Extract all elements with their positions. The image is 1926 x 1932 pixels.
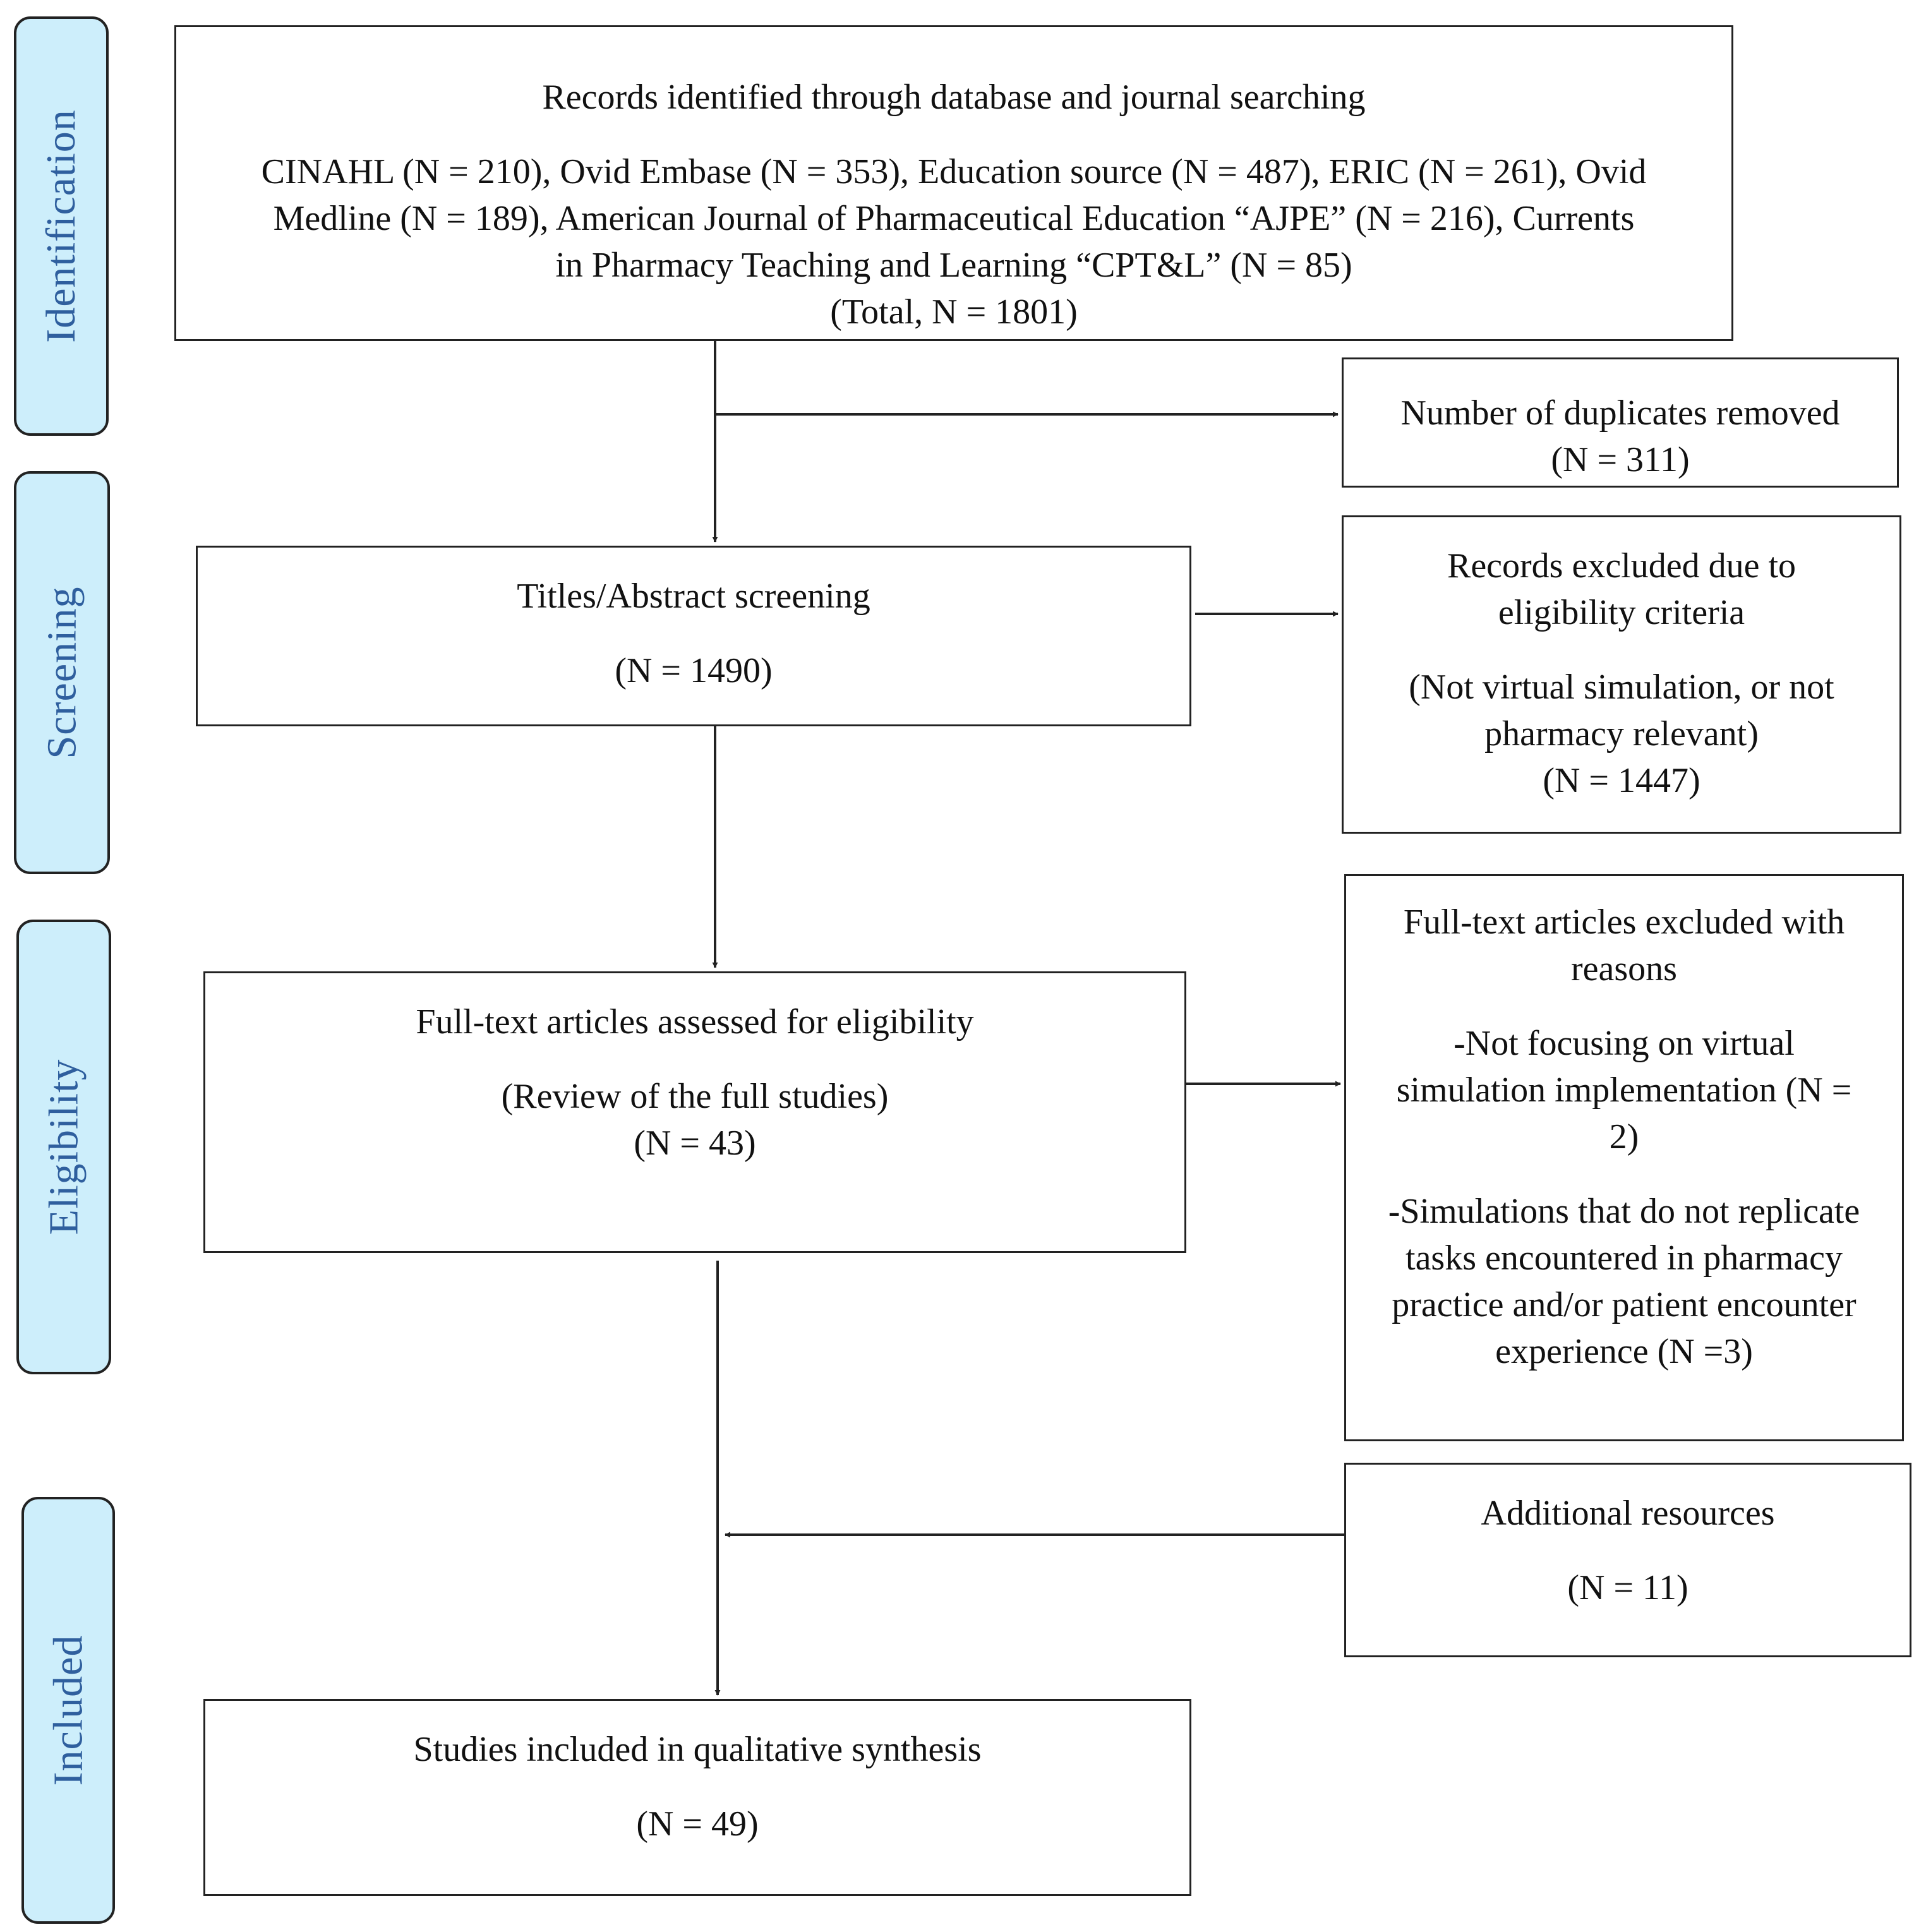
eligibility-box: Full-text articles assessed for eligibil…	[203, 971, 1186, 1253]
eligibility-title: Full-text articles assessed for eligibil…	[416, 1002, 974, 1041]
fulltext-excluded-line-3: -Not focusing on virtual	[1454, 1024, 1795, 1063]
fulltext-excluded-line-4: simulation implementation (N =	[1396, 1071, 1852, 1110]
phase-identification: Identification	[14, 16, 109, 436]
eligibility-subtitle: (Review of the full studies)	[501, 1077, 889, 1116]
duplicates-removed-box: Number of duplicates removed (N = 311)	[1342, 357, 1899, 488]
fulltext-excluded-line-9: experience (N =3)	[1495, 1332, 1753, 1371]
included-count: (N = 49)	[636, 1804, 759, 1844]
phase-screening: Screening	[14, 471, 110, 874]
identification-title: Records identified through database and …	[542, 78, 1366, 117]
phase-included: Included	[21, 1497, 115, 1924]
identification-total: (Total, N = 1801)	[830, 292, 1078, 332]
eligibility-count: (N = 43)	[634, 1124, 756, 1163]
identification-sources-line-2: Medline (N = 189), American Journal of P…	[273, 199, 1635, 238]
fulltext-excluded-line-6: -Simulations that do not replicate	[1388, 1192, 1860, 1231]
fulltext-excluded-line-7: tasks encountered in pharmacy	[1405, 1239, 1843, 1278]
identification-sources-line-3: in Pharmacy Teaching and Learning “CPT&L…	[555, 246, 1352, 285]
records-excluded-line-2: eligibility criteria	[1498, 593, 1745, 632]
included-box: Studies included in qualitative synthesi…	[203, 1699, 1191, 1896]
fulltext-excluded-line-2: reasons	[1571, 949, 1677, 988]
phase-eligibility: Eligibility	[16, 920, 111, 1374]
fulltext-excluded-line-1: Full-text articles excluded with	[1403, 903, 1845, 942]
screening-box: Titles/Abstract screening (N = 1490)	[196, 546, 1191, 726]
records-excluded-line-3: (Not virtual simulation, or not	[1409, 668, 1834, 707]
fulltext-excluded-box: Full-text articles excluded with reasons…	[1344, 874, 1904, 1441]
additional-resources-count: (N = 11)	[1567, 1568, 1688, 1607]
additional-resources-box: Additional resources (N = 11)	[1344, 1463, 1911, 1657]
records-excluded-box: Records excluded due to eligibility crit…	[1342, 515, 1901, 834]
records-excluded-count: (N = 1447)	[1543, 761, 1700, 800]
identification-sources-line-1: CINAHL (N = 210), Ovid Embase (N = 353),…	[261, 152, 1647, 191]
included-title: Studies included in qualitative synthesi…	[413, 1730, 982, 1769]
duplicates-removed-label: Number of duplicates removed	[1400, 393, 1840, 433]
screening-count: (N = 1490)	[615, 651, 773, 690]
records-excluded-line-1: Records excluded due to	[1447, 546, 1797, 585]
additional-resources-title: Additional resources	[1481, 1494, 1775, 1533]
identification-box: Records identified through database and …	[174, 25, 1733, 341]
records-excluded-line-4: pharmacy relevant)	[1484, 714, 1759, 753]
screening-title: Titles/Abstract screening	[517, 577, 870, 616]
fulltext-excluded-line-5: 2)	[1609, 1117, 1639, 1156]
duplicates-removed-count: (N = 311)	[1551, 440, 1690, 479]
fulltext-excluded-line-8: practice and/or patient encounter	[1392, 1285, 1857, 1324]
